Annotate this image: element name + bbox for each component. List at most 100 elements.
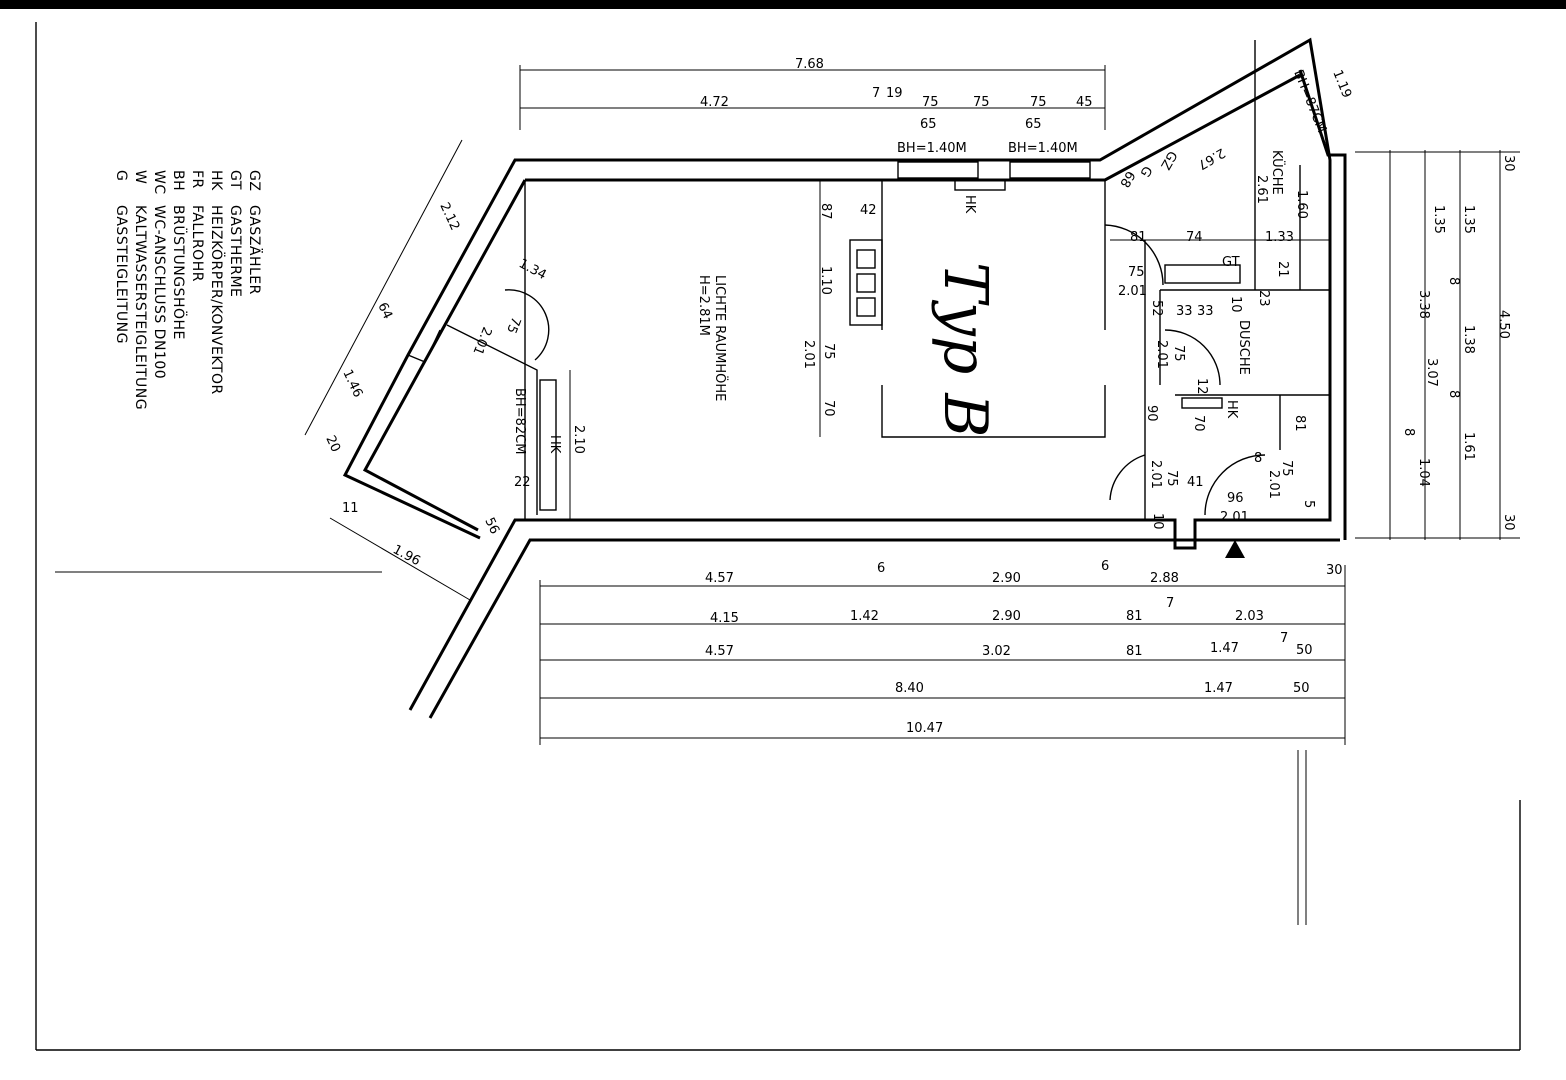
legend-code: G [113,170,129,181]
dimension-label: BH=1.40M [1008,141,1078,156]
legend-code: FR [189,170,205,189]
dimension-label: 2.88 [1150,571,1179,586]
dimension-label: 10 [1150,513,1165,530]
legend-label: KALTWASSERSTEIGLEITUNG [132,205,148,410]
dimension-label: 1.35 [1461,205,1476,234]
dimension-label: 2.01 [801,340,816,369]
dimension-label: 1.38 [1461,325,1476,354]
dimension-label: 1.34 [516,256,549,283]
dimension-label: 19 [886,86,903,101]
dimension-label: 75 [1171,345,1186,362]
dimension-label: 75 [821,343,836,360]
dimension-label: 75 [922,95,939,110]
dimension-label: 70 [1191,415,1206,432]
dimension-label: 75 [1279,460,1294,477]
dimension-label: 2.01 [1154,340,1169,369]
dimension-label: 33 [1197,304,1214,319]
dimension-label: 8 [1401,428,1416,436]
dimension-label: 68 [1116,168,1137,190]
dimension-label: 2.01 [1220,510,1249,525]
dimension-label: 1.96 [390,542,423,569]
walls [342,37,1347,719]
dimension-label: 74 [1186,230,1203,245]
dimension-label: 50 [1293,681,1310,696]
dimension-label: 87 [818,203,833,220]
dimension-label: 7 [872,86,880,101]
legend-label: GASZÄHLER [246,205,264,295]
dimension-label: 81 [1126,609,1143,624]
dimension-label: 45 [1076,95,1093,110]
dimension-label: 65 [920,117,937,132]
dimension-label: 3.38 [1416,290,1431,319]
dimension-label: 2.67 [1195,145,1228,172]
dimension-label: 7 [1280,631,1288,646]
top-dimensions: 7.68 4.72 7 19 75 75 75 45 65 65 BH=1.40… [700,57,1093,214]
dimension-label: 1.47 [1210,641,1239,656]
dimension-label: 96 [1227,491,1244,506]
dimension-label: 75 [973,95,990,110]
dimension-label: 2.01 [469,325,494,357]
legend-code: WC [151,170,167,195]
dimension-label: 42 [860,203,877,218]
dimension-label: 81 [1126,644,1143,659]
room-height-value: H=2.81M [696,275,711,336]
dimension-label: 2.10 [571,425,586,454]
shower-label: DUSCHE [1236,320,1251,375]
dimension-label: 1.60 [1294,190,1309,219]
legend-label: GASTHERME [227,205,243,297]
dimension-label: 4.72 [700,95,729,110]
legend: GZ GASZÄHLER GT GASTHERME HK HEIZKÖRPER/… [113,170,264,410]
dimension-label: 75 [1164,470,1179,487]
bottom-dimensions: 4.57 6 2.90 6 2.88 30 4.15 1.42 2.90 81 … [705,559,1343,736]
dimension-label: 21 [1275,261,1290,278]
dimension-label: 12 [1194,378,1209,395]
dimension-label: 2.90 [992,571,1021,586]
dimension-label: 2.01 [1148,460,1163,489]
dimension-label: 30 [1501,155,1516,172]
dimension-label: 81 [1130,230,1147,245]
dimension-label: 4.50 [1496,310,1511,339]
dimension-label: BH=1.40M [897,141,967,156]
dimension-label: 90 [1144,405,1159,422]
legend-code: GT [227,170,243,190]
dimension-label: 1.42 [850,609,879,624]
dimension-label: 8.40 [895,681,924,696]
dimension-label: 2.01 [1266,470,1281,499]
entrance-arrow-icon [1225,540,1245,558]
dimension-label: HK [547,435,562,454]
dimension-label: 75 [1030,95,1047,110]
legend-code: BH [170,170,186,191]
dimension-label: 4.15 [710,611,739,626]
legend-label: WC-ANSCHLUSS DN100 [151,205,167,379]
dimension-label: 3.07 [1424,358,1439,387]
dimension-label: 30 [1326,563,1343,578]
dimension-label: 64 [374,300,395,321]
dimension-label: G [1136,163,1154,179]
dimension-label: 8 [1446,390,1461,398]
dimension-label: GT [1222,255,1240,270]
legend-label: BRÜSTUNGSHÖHE [170,205,188,340]
dimension-label: 81 [1292,415,1307,432]
left-dimensions: 2.12 1.34 64 1.46 20 11 1.96 56 22 75 2.… [322,200,586,569]
dimension-label: 2.01 [1118,284,1147,299]
dimension-label: 30 [1501,514,1516,531]
dimension-label: 8 [1254,451,1262,466]
dimension-label: 2.90 [992,609,1021,624]
dimension-label: 22 [514,475,531,490]
dimension-label: BH=82CM [512,388,527,454]
dimension-label: 11 [342,501,359,516]
dimension-label: 4.57 [705,644,734,659]
dimension-label: 8 [1446,277,1461,285]
legend-code: GZ [246,170,262,191]
dimension-label: 70 [821,400,836,417]
dimension-label: 20 [322,433,343,454]
dimension-label: 56 [481,515,502,536]
dimension-label: 1.10 [818,266,833,295]
dimension-label: 4.57 [705,571,734,586]
dimension-label: 1.47 [1204,681,1233,696]
scan-top-border [0,0,1566,9]
dimension-label: 2.12 [436,200,462,233]
dimension-label: 6 [1101,559,1109,574]
dimension-label: 6 [877,561,885,576]
